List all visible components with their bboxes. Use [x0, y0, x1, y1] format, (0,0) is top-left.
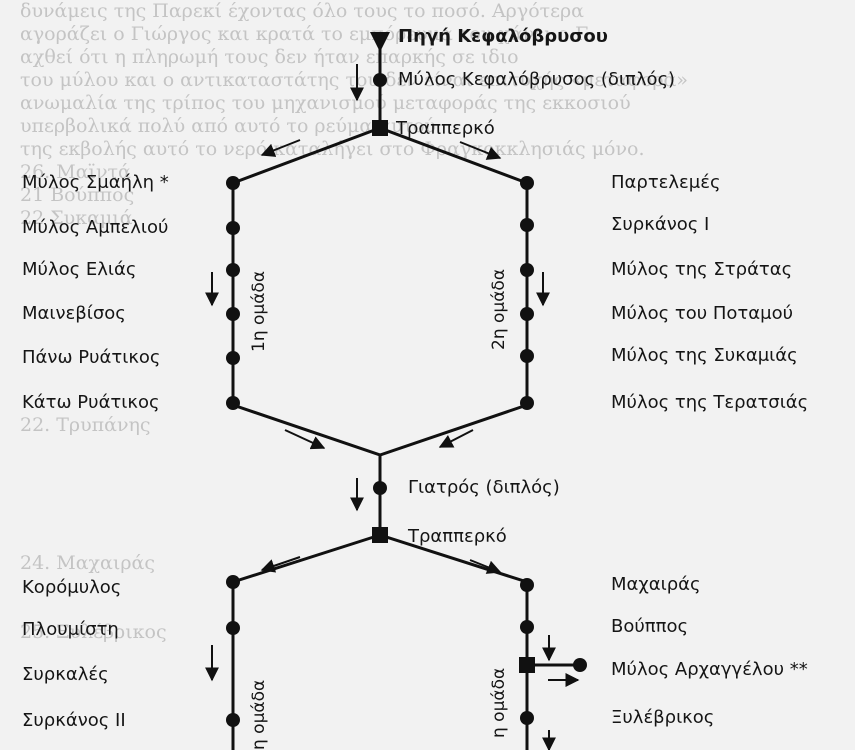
- background-text-line: 26. Μαϊντά: [20, 161, 131, 183]
- background-text-line: 22. Τρυπάνης: [20, 414, 151, 436]
- mill-dot: [226, 713, 240, 727]
- group2-mill-label: Παρτελεμές: [611, 172, 721, 193]
- branch-node: [519, 657, 535, 673]
- mill-dot: [520, 176, 534, 190]
- group2-mill-label: Μύλος της Συκαμιάς: [611, 345, 798, 366]
- group1-mill-label: Πάνω Ρυάτικος: [22, 347, 161, 368]
- mill-dot: [573, 658, 587, 672]
- background-text-line: δυνάμεις της Παρεκί έχοντας όλο τους το …: [20, 0, 584, 22]
- mill-dots: [226, 73, 587, 727]
- group4-label: η ομάδα: [489, 667, 509, 738]
- top-mill-label: Μύλος Κεφαλόβρυσος (διπλός): [398, 69, 676, 90]
- flow-arrow: [459, 141, 502, 160]
- mill-dot: [520, 307, 534, 321]
- background-text-line: 24. Μαχαιράς: [20, 552, 155, 574]
- background-text-line: ανωμαλία της τρίπος του μηχανισμού μεταφ…: [20, 92, 631, 114]
- mill-dot: [226, 621, 240, 635]
- mill-dot: [520, 218, 534, 232]
- group1-mill-label: Μύλος Σμαήλη *: [22, 172, 169, 193]
- group3-mill-label: Συρκάνος ΙΙ: [22, 710, 126, 731]
- group4-mill-label: Μύλος Αρχαγγέλου **: [611, 659, 808, 680]
- group3-mill-label: Πλουμίστη: [22, 619, 119, 640]
- mill-dot: [226, 307, 240, 321]
- background-text-line: αχθεί ότι η πληρωμή τους δεν ήταν επαρκή…: [20, 46, 519, 68]
- group1-mill-label: Μύλος Ελιάς: [22, 259, 137, 280]
- group2-mill-label: Συρκάνος Ι: [611, 214, 710, 235]
- mill-dot: [520, 578, 534, 592]
- source-triangle-icon: [370, 32, 390, 52]
- split-2-label: Τραππερκό: [408, 526, 507, 547]
- background-text-line: 22 Συκαμιά: [20, 207, 133, 229]
- group1-mill-label: Μαινεβίσος: [22, 303, 126, 324]
- mill-dot: [520, 263, 534, 277]
- flow-arrow: [284, 429, 326, 450]
- flow-arrow: [469, 559, 502, 574]
- middle-mill-label: Γιατρός (διπλός): [408, 477, 560, 498]
- source-label: Πηγή Κεφαλόβρυσου: [398, 26, 608, 47]
- flow-arrows: [205, 64, 580, 750]
- mill-dot: [520, 711, 534, 725]
- group3-mill-label: Κορόμυλος: [22, 577, 122, 598]
- mill-dot: [226, 575, 240, 589]
- group4-mill-label: Βούππος: [611, 616, 689, 637]
- background-text-line: 21 Βούππος: [20, 184, 135, 206]
- mill-dot: [226, 221, 240, 235]
- split-1-label: Τραππερκό: [396, 118, 495, 139]
- group1-label: 1η ομάδα: [249, 270, 269, 352]
- split-node-1: [372, 120, 388, 136]
- background-text-line: του μύλου και ο αντικαταστάτης του δεν ε…: [20, 69, 688, 91]
- mill-dot: [226, 351, 240, 365]
- flow-arrow: [260, 556, 301, 573]
- group2-mill-label: Μύλος της Στράτας: [611, 259, 793, 280]
- mill-dot: [226, 263, 240, 277]
- group3-mill-label: Συρκαλές: [22, 664, 109, 685]
- group1-mill-label: Μύλος Αμπελιού: [22, 217, 169, 238]
- mill-dot: [373, 73, 387, 87]
- mill-dot: [226, 396, 240, 410]
- group3-label: η ομάδα: [249, 679, 269, 750]
- mill-dot: [373, 481, 387, 495]
- group2-label: 2η ομάδα: [489, 268, 509, 350]
- group2-mill-label: Μύλος της Τερατσιάς: [611, 392, 809, 413]
- mill-dot: [226, 176, 240, 190]
- flow-arrow: [260, 139, 301, 157]
- mill-dot: [520, 349, 534, 363]
- background-text-line: αγοράζει ο Γιώργος και κρατά το εμπόρευμ…: [20, 23, 595, 45]
- mill-dot: [520, 396, 534, 410]
- group4-mill-label: Μαχαιράς: [611, 574, 701, 595]
- group1-mill-label: Κάτω Ρυάτικος: [22, 392, 160, 413]
- flow-arrow: [438, 429, 474, 448]
- background-text-line: 25. Ξυλέβρικος: [20, 621, 167, 643]
- group2-mill-label: Μύλος του Ποταμού: [611, 303, 794, 324]
- background-text-line: υπερβολικά πολύ από αυτό το ρεύμα αυτού: [20, 115, 437, 137]
- mill-dot: [520, 620, 534, 634]
- split-node-2: [372, 527, 388, 543]
- group4-mill-label: Ξυλέβρικος: [611, 707, 715, 728]
